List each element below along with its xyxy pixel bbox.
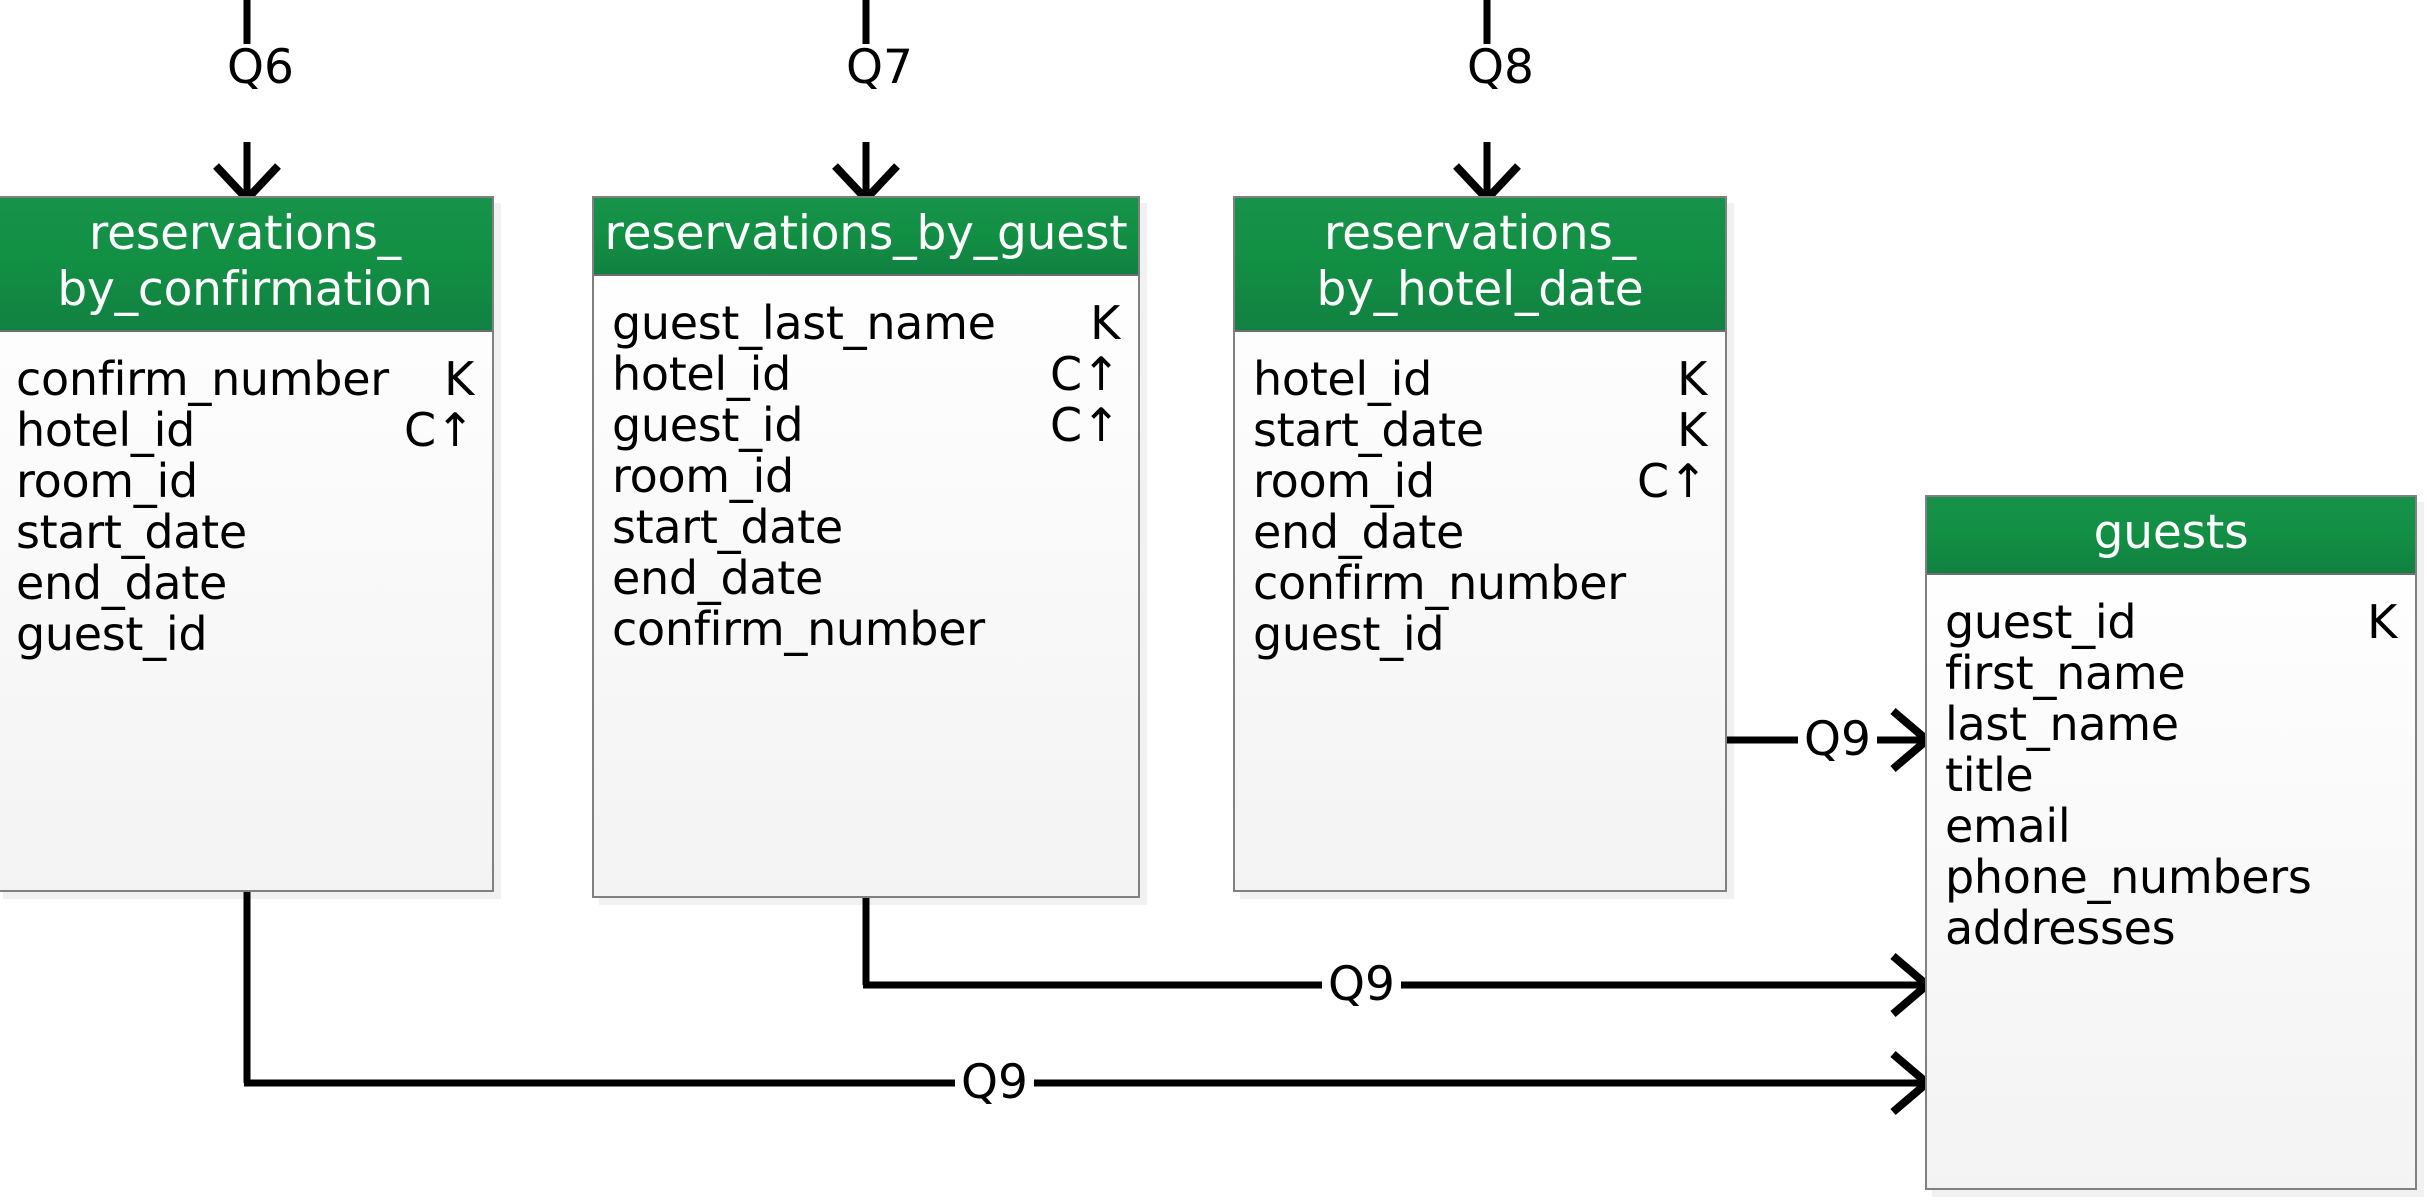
- field-name: title: [1945, 748, 2034, 802]
- field-row: first_name: [1945, 648, 2397, 699]
- connector-label-q7: Q7: [840, 44, 919, 91]
- field-key: K: [1677, 352, 1707, 406]
- field-row: guest_id K: [1945, 597, 2397, 648]
- connector-label-q6: Q6: [221, 44, 300, 91]
- connector-label-q9-hotel-date: Q9: [1798, 716, 1877, 763]
- field-name: hotel_id: [612, 347, 791, 401]
- field-row: guest_last_name K: [612, 298, 1120, 349]
- connector-label-q9-by-confirmation: Q9: [955, 1059, 1034, 1106]
- field-name: addresses: [1945, 901, 2176, 955]
- field-row: start_date: [612, 502, 1120, 553]
- connector-q8: [1453, 0, 1521, 205]
- field-key: C↑: [1636, 454, 1707, 508]
- field-name: end_date: [16, 556, 227, 610]
- table-fields-reservations-by-hotel-date: hotel_id K start_date K room_id C↑ end_d…: [1235, 332, 1725, 670]
- table-reservations-by-hotel-date[interactable]: reservations_ by_hotel_date hotel_id K s…: [1233, 196, 1727, 892]
- field-key: K: [1090, 296, 1120, 350]
- field-key: C↑: [403, 403, 474, 457]
- field-row: confirm_number K: [16, 354, 474, 405]
- table-header-reservations-by-hotel-date: reservations_ by_hotel_date: [1235, 198, 1725, 332]
- field-row: email: [1945, 801, 2397, 852]
- field-row: hotel_id C↑: [612, 349, 1120, 400]
- field-name: last_name: [1945, 697, 2179, 751]
- table-reservations-by-confirmation[interactable]: reservations_ by_confirmation confirm_nu…: [0, 196, 494, 892]
- connector-q9-by-confirmation: [243, 892, 1934, 1116]
- field-row: end_date: [612, 553, 1120, 604]
- field-name: guest_id: [1253, 607, 1445, 661]
- field-row: start_date K: [1253, 405, 1707, 456]
- field-name: confirm_number: [16, 352, 389, 406]
- field-row: last_name: [1945, 699, 2397, 750]
- field-name: start_date: [1253, 403, 1484, 457]
- connector-q6: [213, 0, 281, 205]
- table-fields-reservations-by-confirmation: confirm_number K hotel_id C↑ room_id sta…: [0, 332, 492, 670]
- field-name: confirm_number: [1253, 556, 1626, 610]
- field-key: C↑: [1049, 347, 1120, 401]
- connector-label-q9-by-guest: Q9: [1322, 961, 1401, 1008]
- connector-label-q8: Q8: [1461, 44, 1540, 91]
- table-header-reservations-by-guest: reservations_by_guest: [594, 198, 1138, 276]
- field-row: hotel_id K: [1253, 354, 1707, 405]
- field-name: end_date: [1253, 505, 1464, 559]
- field-row: room_id: [612, 451, 1120, 502]
- field-row: start_date: [16, 507, 474, 558]
- field-row: guest_id C↑: [612, 400, 1120, 451]
- field-name: end_date: [612, 551, 823, 605]
- field-key: K: [1677, 403, 1707, 457]
- field-row: room_id C↑: [1253, 456, 1707, 507]
- field-name: guest_last_name: [612, 296, 996, 350]
- field-name: start_date: [612, 500, 843, 554]
- table-header-guests: guests: [1927, 497, 2415, 575]
- field-name: start_date: [16, 505, 247, 559]
- field-row: guest_id: [16, 609, 474, 660]
- field-name: email: [1945, 799, 2071, 853]
- field-name: guest_id: [612, 398, 804, 452]
- table-reservations-by-guest[interactable]: reservations_by_guest guest_last_name K …: [592, 196, 1140, 898]
- field-row: end_date: [16, 558, 474, 609]
- field-name: phone_numbers: [1945, 850, 2312, 904]
- table-guests[interactable]: guests guest_id K first_name last_name t…: [1925, 495, 2417, 1190]
- field-name: guest_id: [1945, 595, 2137, 649]
- table-fields-guests: guest_id K first_name last_name title em…: [1927, 575, 2415, 964]
- field-row: phone_numbers: [1945, 852, 2397, 903]
- field-name: first_name: [1945, 646, 2186, 700]
- field-key: K: [444, 352, 474, 406]
- table-header-reservations-by-confirmation: reservations_ by_confirmation: [0, 198, 492, 332]
- field-row: hotel_id C↑: [16, 405, 474, 456]
- field-row: end_date: [1253, 507, 1707, 558]
- field-name: room_id: [612, 449, 794, 503]
- field-row: title: [1945, 750, 2397, 801]
- field-name: guest_id: [16, 607, 208, 661]
- field-name: hotel_id: [1253, 352, 1432, 406]
- field-row: confirm_number: [1253, 558, 1707, 609]
- field-row: addresses: [1945, 903, 2397, 954]
- connector-q7: [832, 0, 900, 205]
- field-row: guest_id: [1253, 609, 1707, 660]
- field-key: K: [2367, 595, 2397, 649]
- field-name: hotel_id: [16, 403, 195, 457]
- field-row: room_id: [16, 456, 474, 507]
- field-name: room_id: [16, 454, 198, 508]
- table-fields-reservations-by-guest: guest_last_name K hotel_id C↑ guest_id C…: [594, 276, 1138, 665]
- field-name: room_id: [1253, 454, 1435, 508]
- field-key: C↑: [1049, 398, 1120, 452]
- field-row: confirm_number: [612, 604, 1120, 655]
- field-name: confirm_number: [612, 602, 985, 656]
